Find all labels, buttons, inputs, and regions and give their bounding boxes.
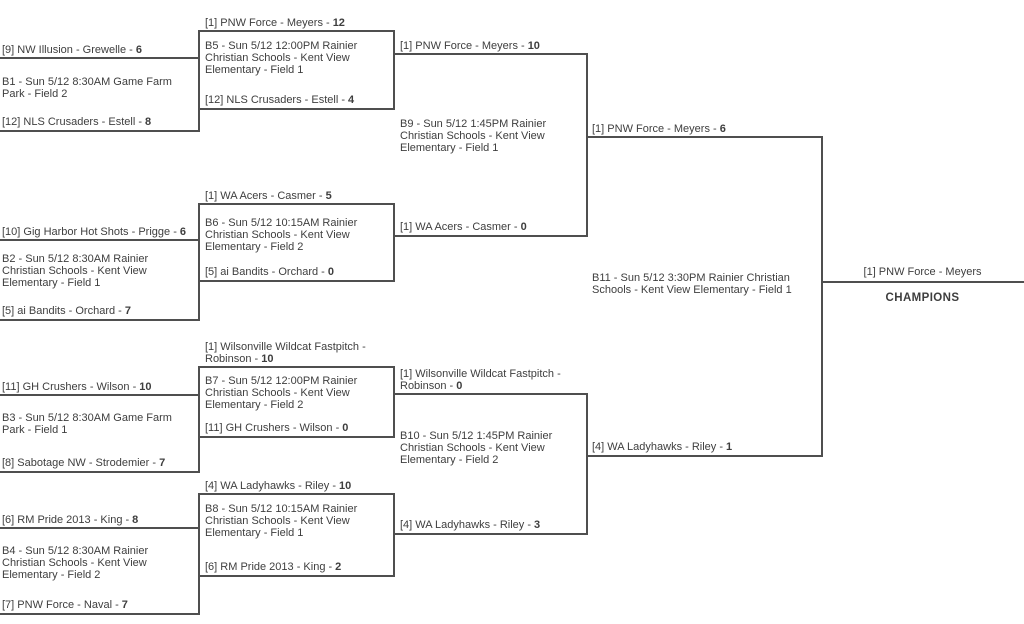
game-b9: [1] PNW Force - Meyers -10 B9 - Sun 5/12… xyxy=(393,40,588,237)
champion-block: [1] PNW Force - Meyers CHAMPIONS xyxy=(821,266,1024,304)
game-b5-top-team[interactable]: [1] PNW Force - Meyers -12 xyxy=(200,17,389,29)
game-b6-top-team[interactable]: [1] WA Acers - Casmer -5 xyxy=(200,190,389,202)
game-b4: [6] RM Pride 2013 - King -8 B4 - Sun 5/1… xyxy=(0,514,200,615)
game-b9-bottom-team[interactable]: [1] WA Acers - Casmer -0 xyxy=(393,221,582,233)
game-b5-bottom-team[interactable]: [12] NLS Crusaders - Estell -4 xyxy=(200,94,389,106)
game-b11-info: B11 - Sun 5/12 3:30PM Rainier Christian … xyxy=(592,272,792,296)
team-score: 0 xyxy=(456,380,463,392)
team-score: 0 xyxy=(342,422,349,434)
game-b9-info: B9 - Sun 5/12 1:45PM Rainier Christian S… xyxy=(400,118,547,154)
game-b5: [1] PNW Force - Meyers -12 B5 - Sun 5/12… xyxy=(198,17,395,110)
team-name: [11] GH Crushers - Wilson - xyxy=(2,381,137,393)
champions-label: CHAMPIONS xyxy=(885,292,960,304)
team-score: 0 xyxy=(327,266,334,278)
game-b6-info: B6 - Sun 5/12 10:15AM Rainier Christian … xyxy=(205,217,358,253)
game-b3-info: B3 - Sun 5/12 8:30AM Game Farm Park - Fi… xyxy=(2,412,172,436)
game-b10: [1] Wilsonville Wildcat Fastpitch - Robi… xyxy=(393,368,588,535)
team-name: [1] WA Acers - Casmer - xyxy=(400,221,518,233)
game-b6-bottom-team[interactable]: [5] ai Bandits - Orchard -0 xyxy=(200,266,389,278)
game-b7-top-team[interactable]: [1] Wilsonville Wildcat Fastpitch - Robi… xyxy=(200,341,389,365)
game-b4-bottom-team[interactable]: [7] PNW Force - Naval -7 xyxy=(0,599,194,611)
game-b10-info: B10 - Sun 5/12 1:45PM Rainier Christian … xyxy=(400,430,553,466)
team-score: 1 xyxy=(726,441,733,453)
team-name: [1] Wilsonville Wildcat Fastpitch - Robi… xyxy=(400,368,561,392)
team-score: 3 xyxy=(534,519,541,531)
game-b3-top-team[interactable]: [11] GH Crushers - Wilson -10 xyxy=(0,381,194,393)
game-b9-top-team[interactable]: [1] PNW Force - Meyers -10 xyxy=(393,40,582,52)
team-name: [1] Wilsonville Wildcat Fastpitch - Robi… xyxy=(205,341,366,365)
team-name: [12] NLS Crusaders - Estell - xyxy=(205,94,345,106)
team-score: 12 xyxy=(332,17,345,29)
game-b1-info: B1 - Sun 5/12 8:30AM Game Farm Park - Fi… xyxy=(2,76,172,100)
game-b7-bottom-team[interactable]: [11] GH Crushers - Wilson -0 xyxy=(200,422,389,434)
team-score: 10 xyxy=(261,353,274,365)
game-b1-top-team[interactable]: [9] NW Illusion - Grewelle -6 xyxy=(0,44,194,56)
game-b6: [1] WA Acers - Casmer -5 B6 - Sun 5/12 1… xyxy=(198,190,395,282)
game-b2: [10] Gig Harbor Hot Shots - Prigge -6 B2… xyxy=(0,226,200,321)
game-b3: [11] GH Crushers - Wilson -10 B3 - Sun 5… xyxy=(0,381,200,473)
team-name: [1] WA Acers - Casmer - xyxy=(205,190,323,202)
game-b11-top-team[interactable]: [1] PNW Force - Meyers -6 xyxy=(586,123,817,135)
team-name: [9] NW Illusion - Grewelle - xyxy=(2,44,133,56)
team-score: 5 xyxy=(325,190,332,202)
champion-team-name[interactable]: [1] PNW Force - Meyers xyxy=(863,266,982,278)
game-b11-bottom-team[interactable]: [4] WA Ladyhawks - Riley -1 xyxy=(586,441,817,453)
champion-line xyxy=(821,281,1024,283)
team-name: [8] Sabotage NW - Strodemier - xyxy=(2,457,157,469)
team-score: 7 xyxy=(159,457,166,469)
team-name: [5] ai Bandits - Orchard - xyxy=(205,266,325,278)
team-score: 10 xyxy=(139,381,152,393)
game-b8-top-team[interactable]: [4] WA Ladyhawks - Riley -10 xyxy=(200,480,389,492)
team-name: [1] PNW Force - Meyers - xyxy=(592,123,717,135)
team-score: 6 xyxy=(179,226,186,238)
team-score: 6 xyxy=(719,123,726,135)
game-b4-info: B4 - Sun 5/12 8:30AM Rainier Christian S… xyxy=(2,545,149,581)
game-b8: [4] WA Ladyhawks - Riley -10 B8 - Sun 5/… xyxy=(198,480,395,577)
team-name: [11] GH Crushers - Wilson - xyxy=(205,422,340,434)
team-score: 8 xyxy=(132,514,139,526)
team-score: 8 xyxy=(145,116,152,128)
game-b10-bottom-team[interactable]: [4] WA Ladyhawks - Riley -3 xyxy=(393,519,582,531)
game-b1-bottom-team[interactable]: [12] NLS Crusaders - Estell -8 xyxy=(0,116,194,128)
team-name: [6] RM Pride 2013 - King - xyxy=(2,514,130,526)
team-name: [1] PNW Force - Meyers - xyxy=(400,40,525,52)
game-b8-info: B8 - Sun 5/12 10:15AM Rainier Christian … xyxy=(205,503,358,539)
team-score: 4 xyxy=(348,94,355,106)
game-b5-info: B5 - Sun 5/12 12:00PM Rainier Christian … xyxy=(205,40,358,76)
game-b4-top-team[interactable]: [6] RM Pride 2013 - King -8 xyxy=(0,514,194,526)
game-b2-bottom-team[interactable]: [5] ai Bandits - Orchard -7 xyxy=(0,305,194,317)
team-name: [4] WA Ladyhawks - Riley - xyxy=(592,441,724,453)
team-score: 7 xyxy=(121,599,128,611)
game-b8-bottom-team[interactable]: [6] RM Pride 2013 - King -2 xyxy=(200,561,389,573)
team-name: [4] WA Ladyhawks - Riley - xyxy=(205,480,337,492)
game-b7: [1] Wilsonville Wildcat Fastpitch - Robi… xyxy=(198,341,395,438)
team-name: [12] NLS Crusaders - Estell - xyxy=(2,116,142,128)
team-score: 7 xyxy=(124,305,131,317)
team-score: 10 xyxy=(339,480,352,492)
game-b10-top-team[interactable]: [1] Wilsonville Wildcat Fastpitch - Robi… xyxy=(393,368,582,392)
team-score: 6 xyxy=(135,44,142,56)
game-b7-info: B7 - Sun 5/12 12:00PM Rainier Christian … xyxy=(205,375,358,411)
team-name: [7] PNW Force - Naval - xyxy=(2,599,119,611)
team-name: [1] PNW Force - Meyers - xyxy=(205,17,330,29)
game-b11: [1] PNW Force - Meyers -6 B11 - Sun 5/12… xyxy=(586,123,823,457)
team-score: 10 xyxy=(527,40,540,52)
team-score: 0 xyxy=(520,221,527,233)
team-score: 2 xyxy=(335,561,342,573)
game-b1: [9] NW Illusion - Grewelle -6 B1 - Sun 5… xyxy=(0,44,200,132)
team-name: [4] WA Ladyhawks - Riley - xyxy=(400,519,532,531)
team-name: [5] ai Bandits - Orchard - xyxy=(2,305,122,317)
game-b2-top-team[interactable]: [10] Gig Harbor Hot Shots - Prigge -6 xyxy=(0,226,194,238)
team-name: [10] Gig Harbor Hot Shots - Prigge - xyxy=(2,226,177,238)
game-b2-info: B2 - Sun 5/12 8:30AM Rainier Christian S… xyxy=(2,253,149,289)
team-name: [6] RM Pride 2013 - King - xyxy=(205,561,333,573)
game-b3-bottom-team[interactable]: [8] Sabotage NW - Strodemier -7 xyxy=(0,457,194,469)
